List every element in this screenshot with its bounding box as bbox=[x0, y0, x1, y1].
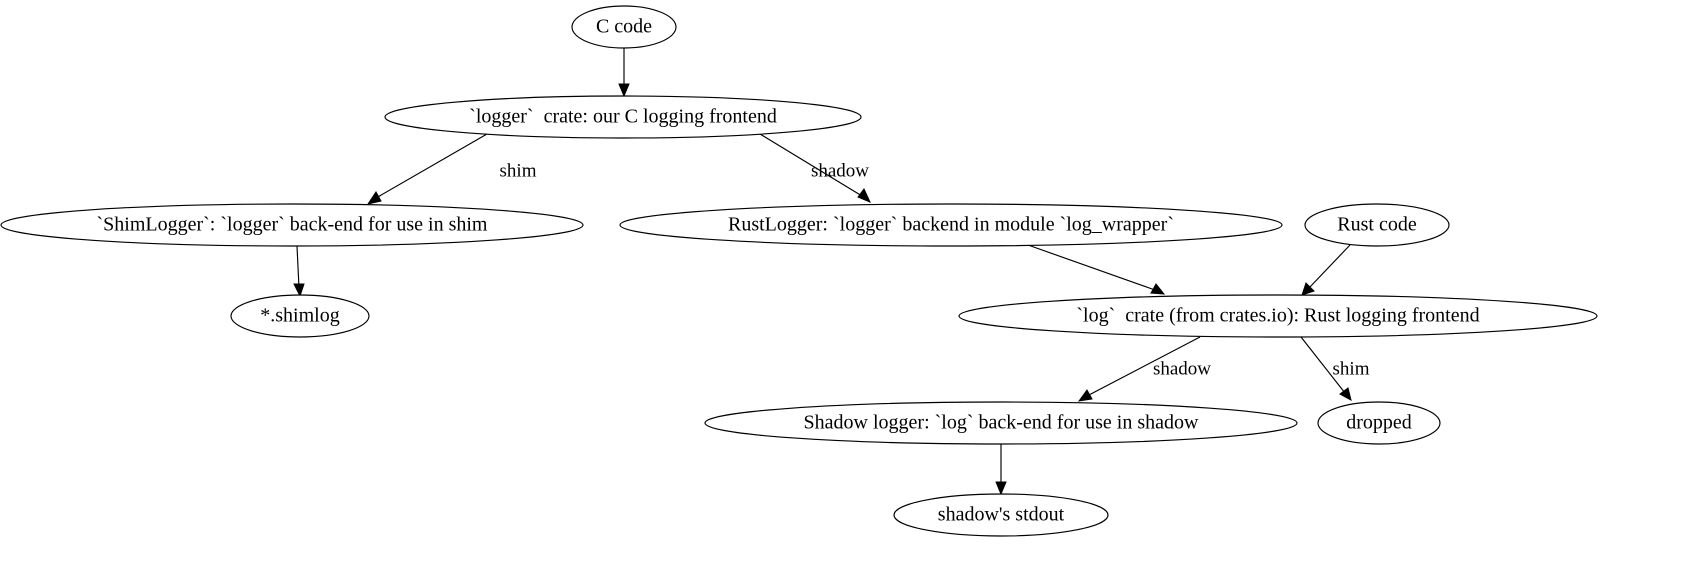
edge-logger-to-shimlogger: shim bbox=[366, 133, 537, 205]
node-shape-rust-code[interactable] bbox=[1304, 203, 1450, 247]
node-shape-rust-logger[interactable] bbox=[619, 203, 1283, 247]
node-label-shadow-logger: Shadow logger: `log` back-end for use in… bbox=[804, 412, 1199, 434]
arrowhead-icon bbox=[1301, 282, 1315, 296]
node-log-crate[interactable]: `log` crate (from crates.io): Rust loggi… bbox=[958, 294, 1598, 338]
node-shape-dropped[interactable] bbox=[1317, 401, 1441, 445]
node-logger-crate[interactable]: `logger` crate: our C logging frontend bbox=[384, 95, 862, 139]
edge-label: shadow bbox=[1153, 358, 1211, 379]
node-label-log-crate: `log` crate (from crates.io): Rust loggi… bbox=[1076, 305, 1479, 327]
node-dropped[interactable]: dropped bbox=[1317, 401, 1441, 445]
node-shape-shadow-logger[interactable] bbox=[704, 401, 1298, 445]
node-shadow-logger[interactable]: Shadow logger: `log` back-end for use in… bbox=[704, 401, 1298, 445]
node-label-c-code: C code bbox=[596, 16, 652, 38]
node-c-code[interactable]: C code bbox=[571, 5, 677, 49]
edge-line bbox=[1027, 244, 1156, 291]
node-shape-log-crate[interactable] bbox=[958, 294, 1598, 338]
edge-line bbox=[375, 133, 488, 199]
edge-line bbox=[1308, 244, 1351, 289]
nodes-layer: C code `logger` crate: our C logging fron… bbox=[0, 5, 1598, 537]
node-shape-shim-logger[interactable] bbox=[0, 203, 584, 247]
edge-label: shim bbox=[1333, 358, 1370, 379]
edge-rustcode-to-logcrate bbox=[1301, 244, 1351, 296]
edge-logcrate-to-dropped: shim bbox=[1300, 336, 1370, 401]
edge-label: shadow bbox=[811, 160, 869, 181]
arrowhead-icon bbox=[1339, 387, 1352, 401]
edges-layer: shim shadow shadow shim bbox=[293, 48, 1370, 496]
node-label-logger-crate: `logger` crate: our C logging frontend bbox=[469, 106, 777, 128]
arrowhead-icon bbox=[366, 191, 382, 205]
node-shape-logger-crate[interactable] bbox=[384, 95, 862, 139]
edge-logcrate-to-shadowlogger: shadow bbox=[1077, 336, 1211, 402]
arrowhead-icon bbox=[1077, 389, 1093, 402]
edge-line bbox=[759, 133, 863, 197]
node-label-dropped: dropped bbox=[1346, 412, 1412, 434]
node-rust-code[interactable]: Rust code bbox=[1304, 203, 1450, 247]
node-label-shadow-stdout: shadow's stdout bbox=[938, 504, 1065, 526]
edge-line bbox=[1086, 336, 1201, 397]
arrowhead-icon bbox=[293, 283, 305, 298]
node-label-shim-logger: `ShimLogger`: `logger` back-end for use … bbox=[96, 214, 487, 236]
node-rust-logger[interactable]: RustLogger: `logger` backend in module `… bbox=[619, 203, 1283, 247]
node-shape-shadow-stdout[interactable] bbox=[893, 493, 1109, 537]
node-label-rust-code: Rust code bbox=[1337, 214, 1417, 236]
arrowhead-icon bbox=[618, 83, 630, 98]
arrowhead-icon bbox=[1150, 283, 1166, 295]
edge-shimlogger-to-shimlog bbox=[293, 245, 305, 298]
edge-line bbox=[296, 245, 300, 289]
edge-shadowlogger-to-stdout bbox=[995, 444, 1007, 496]
edge-c-code-to-logger bbox=[618, 48, 630, 98]
arrowhead-icon bbox=[857, 188, 871, 203]
node-shape-c-code[interactable] bbox=[571, 5, 677, 49]
node-shape-shimlog-file[interactable] bbox=[230, 294, 370, 338]
node-shim-logger[interactable]: `ShimLogger`: `logger` back-end for use … bbox=[0, 203, 584, 247]
edge-label: shim bbox=[500, 160, 537, 181]
node-label-shimlog-file: *.shimlog bbox=[260, 305, 339, 327]
node-label-rust-logger: RustLogger: `logger` backend in module `… bbox=[728, 214, 1174, 236]
arrowhead-icon bbox=[995, 481, 1007, 496]
node-shimlog-file[interactable]: *.shimlog bbox=[230, 294, 370, 338]
node-shadow-stdout[interactable]: shadow's stdout bbox=[893, 493, 1109, 537]
edge-rustlogger-to-logcrate bbox=[1027, 244, 1166, 295]
edge-line bbox=[1300, 336, 1346, 394]
edge-logger-to-rustlogger: shadow bbox=[759, 133, 871, 203]
